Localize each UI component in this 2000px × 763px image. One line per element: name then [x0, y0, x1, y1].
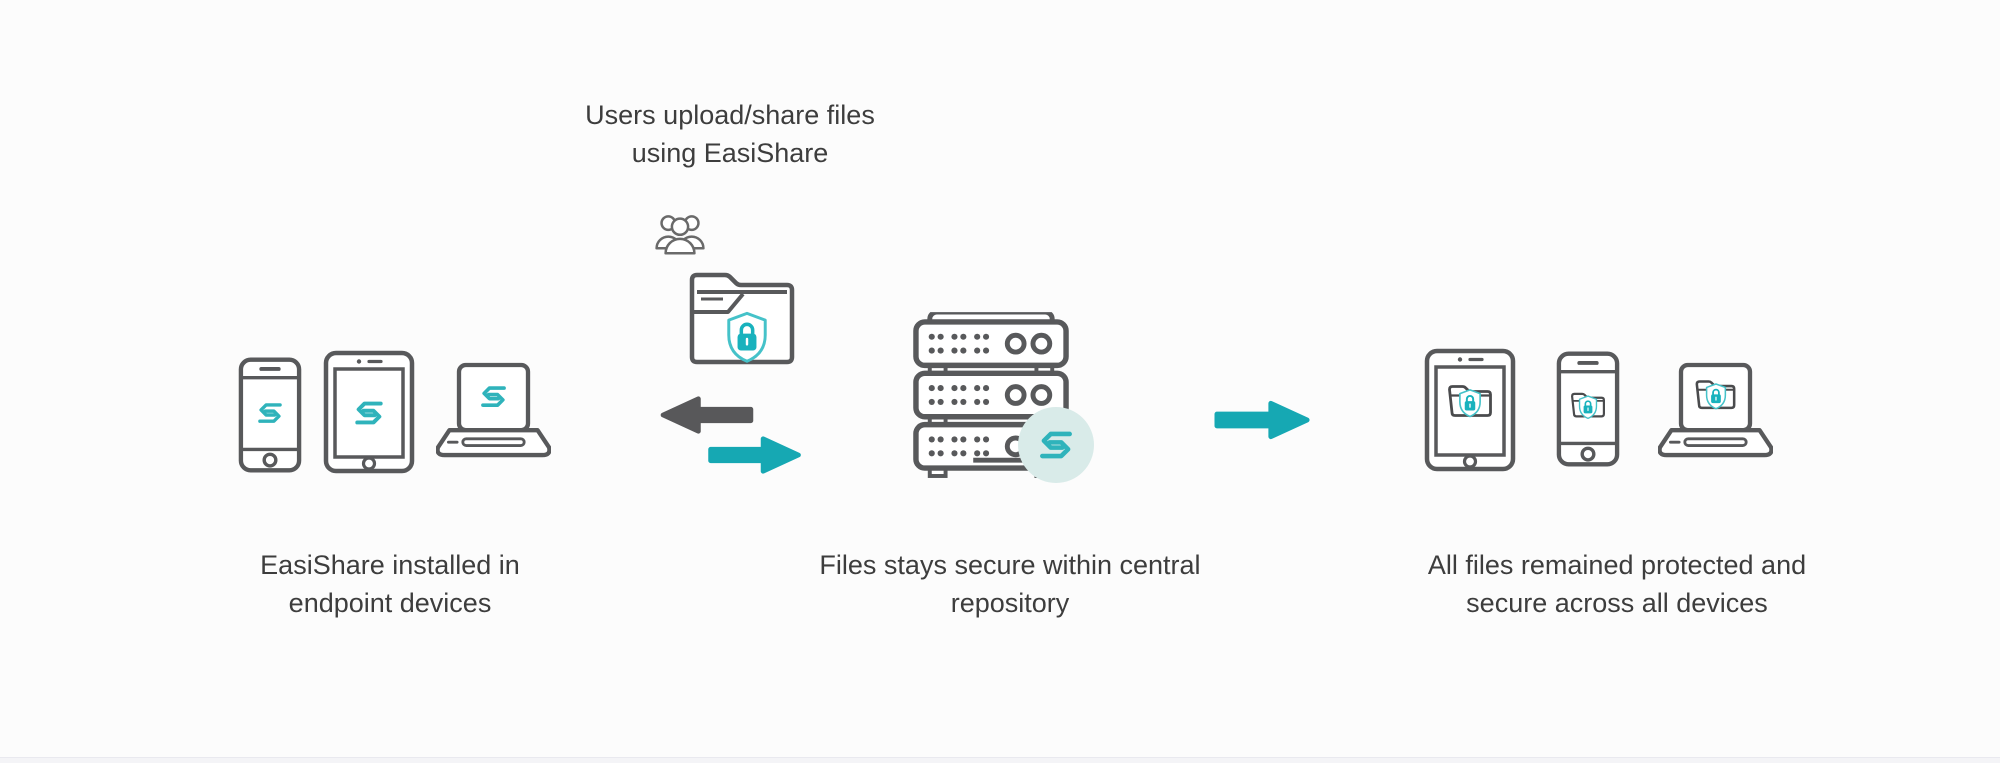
repository-caption: Files stays secure within central reposi… — [819, 550, 1201, 618]
secure-folder-icon — [686, 262, 798, 368]
easishare-logo-icon — [1035, 424, 1077, 466]
endpoints-caption: EasiShare installed in endpoint devices — [260, 550, 520, 618]
phone-secure-folder-icon — [1556, 350, 1620, 468]
tablet-easishare-icon — [323, 350, 415, 474]
upload-caption: Users upload/share files using EasiShare — [585, 100, 875, 168]
laptop-easishare-icon — [436, 362, 551, 460]
phone-easishare-icon — [238, 356, 302, 474]
bottom-scroll-strip — [0, 757, 2000, 763]
laptop-secure-folder-icon — [1658, 362, 1773, 460]
flow-arrow-icon — [1214, 398, 1312, 442]
easishare-logo-badge — [1018, 407, 1094, 483]
users-group-icon — [653, 210, 707, 256]
protected-caption: All files remained protected and secure … — [1427, 550, 1807, 618]
arrow-left-icon — [658, 394, 754, 436]
tablet-secure-folder-icon — [1424, 348, 1516, 472]
arrow-right-icon — [707, 434, 804, 476]
